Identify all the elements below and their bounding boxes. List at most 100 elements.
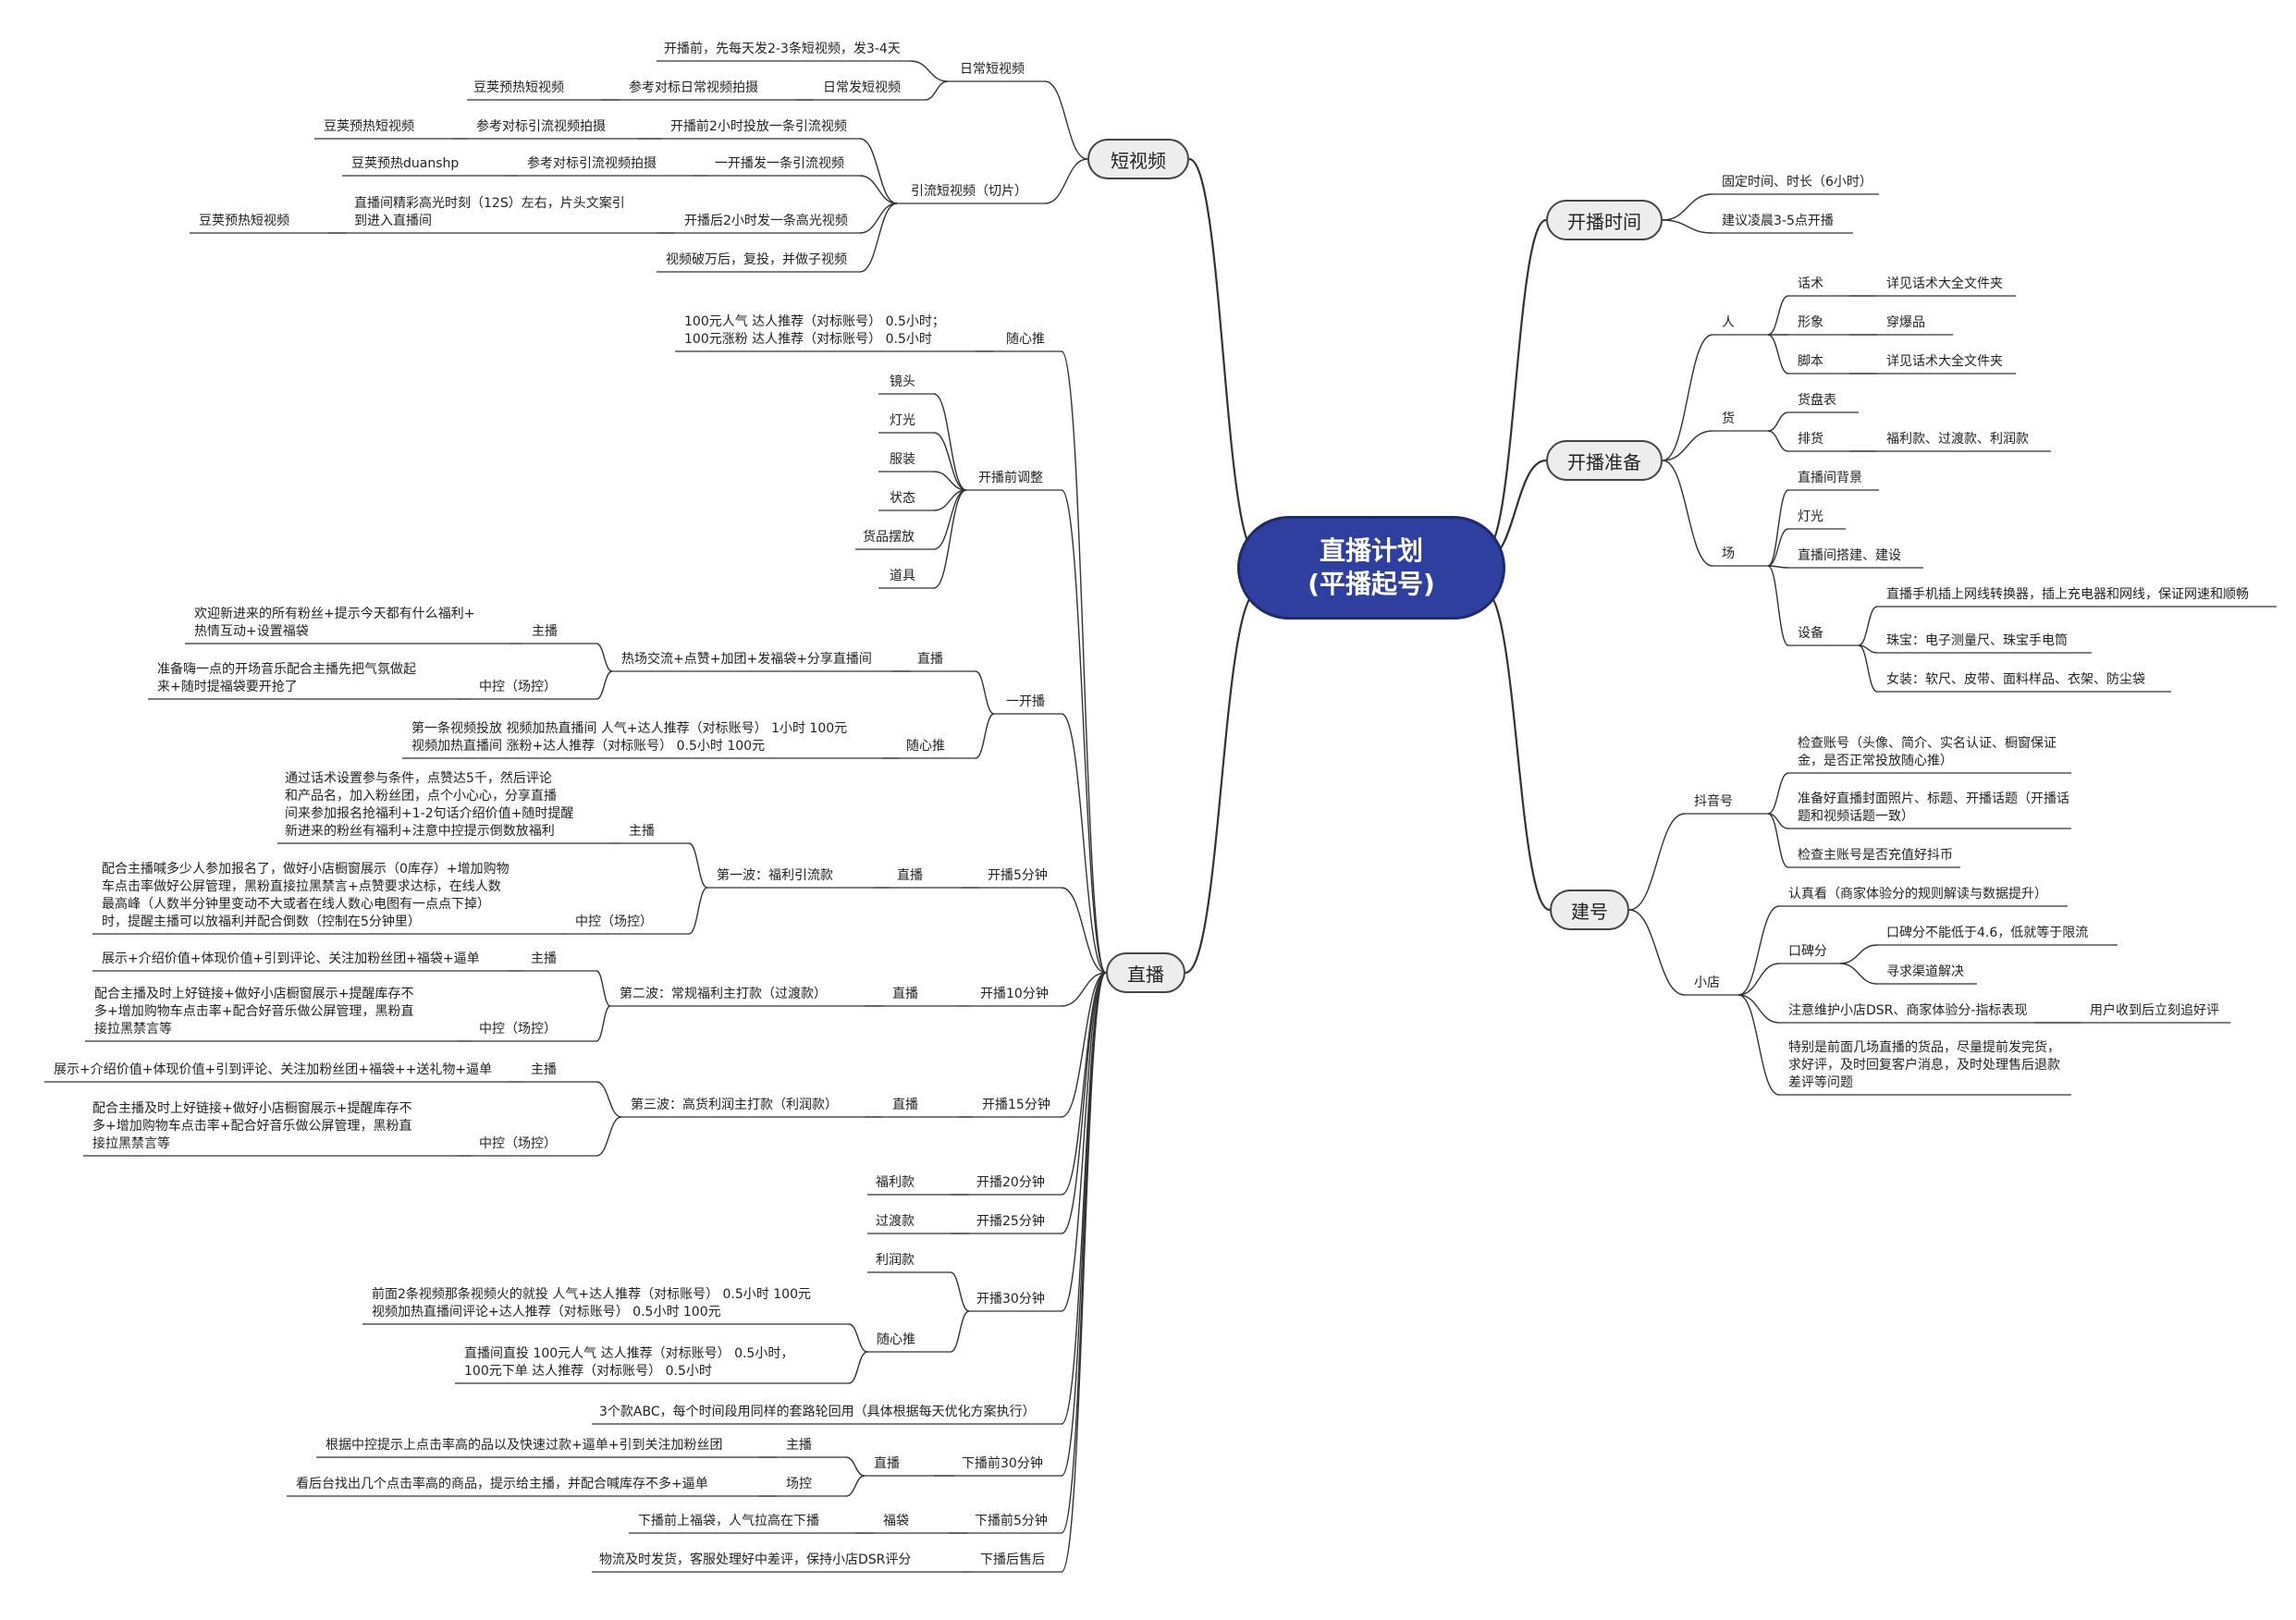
node-place[interactable]: 场 [1722, 546, 1735, 561]
node-after-stream[interactable]: 下播后售后 [980, 1552, 1045, 1567]
node-15-min-live[interactable]: 直播 [892, 1098, 918, 1112]
node-daily-short-video[interactable]: 日常短视频 [960, 62, 1025, 77]
node-highlight-clip[interactable]: 直播间精彩高光时刻（12S）左右，片头文案引 到进入直播间 [354, 196, 625, 228]
node-douyin-account[interactable]: 抖音号 [1694, 794, 1733, 809]
node-pre-stream-short-videos[interactable]: 开播前，先每天发2-3条短视频，发3-4天 [664, 42, 901, 56]
node-video-10k-reboost[interactable]: 视频破万后，复投，并做子视频 [666, 252, 847, 267]
node-end-30-min[interactable]: 下播前30分钟 [962, 1456, 1043, 1471]
node-check-account[interactable]: 检查账号（头像、简介、实名认证、橱窗保证 金，是否正常投放随心推） [1798, 736, 2057, 768]
node-good-review[interactable]: 用户收到后立刻追好评 [2090, 1003, 2219, 1018]
node-adjust-state[interactable]: 状态 [890, 491, 915, 506]
node-end-5-min[interactable]: 下播前5分钟 [975, 1514, 1048, 1528]
node-prepare-cover[interactable]: 准备好直播封面照片、标题、开播话题（开播话 题和视频话题一致） [1798, 792, 2069, 824]
node-douyin-warmup-2[interactable]: 豆荚预热短视频 [324, 119, 414, 134]
node-wave-2-control-task[interactable]: 配合主播及时上好链接+做好小店橱窗展示+提醒库存不 多+增加购物车点击率+配合好… [94, 987, 414, 1037]
node-highlight-after-2h[interactable]: 开播后2小时发一条高光视频 [684, 214, 848, 228]
node-20-min[interactable]: 开播20分钟 [976, 1175, 1045, 1190]
node-early-goods[interactable]: 特别是前面几场直播的货品，尽量提前发完货， 求好评，及时回复客户消息，及时处理售… [1788, 1040, 2060, 1090]
node-wave-2[interactable]: 第二波：常规福利主打款（过渡款） [620, 987, 827, 1001]
node-script-detail[interactable]: 详见话术大全文件夹 [1886, 354, 2003, 369]
node-goods[interactable]: 货 [1722, 411, 1735, 426]
node-ref-daily-video[interactable]: 参考对标日常视频拍摄 [629, 80, 758, 95]
node-reputation-score[interactable]: 口碑分 [1788, 944, 1827, 959]
node-on-start-host-task[interactable]: 欢迎新进来的所有粉丝+提示今天都有什么福利+ 热情互动+设置福袋 [194, 607, 475, 639]
node-wave-3-host-task[interactable]: 展示+介绍价值+体现价值+引到评论、关注加粉丝团+福袋++送礼物+逼单 [54, 1062, 493, 1077]
node-adjust-camera[interactable]: 镜头 [890, 374, 915, 389]
node-background[interactable]: 直播间背景 [1798, 471, 1862, 485]
node-15-min[interactable]: 开播15分钟 [982, 1098, 1050, 1112]
node-wave-3-control-task[interactable]: 配合主播及时上好链接+做好小店橱窗展示+提醒库存不 多+增加购物车点击率+配合好… [92, 1101, 412, 1151]
node-wave-1[interactable]: 第一波：福利引流款 [717, 868, 833, 883]
node-after-stream-task[interactable]: 物流及时发货，客服处理好中差评，保持小店DSR评分 [599, 1552, 912, 1567]
node-adjust-goods[interactable]: 货品摆放 [863, 530, 915, 545]
node-wave-1-control[interactable]: 中控（场控） [575, 914, 653, 929]
node-person[interactable]: 人 [1722, 315, 1735, 330]
node-goods-sheet[interactable]: 货盘表 [1798, 393, 1836, 408]
node-drain-short-video[interactable]: 引流短视频（切片） [911, 184, 1027, 199]
node-end-30-min-live[interactable]: 直播 [874, 1456, 900, 1471]
node-early-morning[interactable]: 建议凌晨3-5点开播 [1722, 214, 1834, 228]
node-douyin-warmup-1[interactable]: 豆荚预热短视频 [473, 80, 564, 95]
node-end-5-min-lucky-bag[interactable]: 福袋 [883, 1514, 909, 1528]
node-end-30-min-host-task[interactable]: 根据中控提示上点击率高的品以及快速过款+逼单+引到关注加粉丝团 [325, 1438, 723, 1453]
node-30-min-dou-plus-direct[interactable]: 直播间直投 100元人气 达人推荐（对标账号） 0.5小时， 100元下单 达人… [464, 1346, 794, 1379]
node-script-talk[interactable]: 话术 [1798, 276, 1823, 291]
node-wave-3-host[interactable]: 主播 [531, 1062, 557, 1077]
node-5-min[interactable]: 开播5分钟 [988, 868, 1048, 883]
node-end-30-min-control[interactable]: 场控 [786, 1477, 812, 1491]
node-on-start-control[interactable]: 中控（场控） [479, 680, 557, 694]
node-warmup-interaction[interactable]: 热场交流+点赞+加团+发福袋+分享直播间 [621, 652, 872, 667]
node-on-start-dou-plus-task[interactable]: 第一条视频投放 视频加热直播间 人气+达人推荐（对标账号） 1小时 100元 视… [411, 721, 848, 754]
node-fixed-time[interactable]: 固定时间、时长（6小时） [1722, 175, 1872, 190]
node-on-start-control-task[interactable]: 准备嗨一点的开场音乐配合主播先把气氛做起 来+随时提福袋要开抢了 [157, 662, 416, 694]
node-5-min-live[interactable]: 直播 [897, 868, 923, 883]
node-wave-3-control[interactable]: 中控（场控） [479, 1136, 557, 1151]
node-on-start[interactable]: 一开播 [1006, 694, 1045, 709]
node-pre-adjust[interactable]: 开播前调整 [978, 471, 1043, 485]
node-wave-3[interactable]: 第三波：高货利润主打款（利润款） [631, 1098, 838, 1112]
node-wave-2-control[interactable]: 中控（场控） [479, 1022, 557, 1037]
node-image-detail[interactable]: 穿爆品 [1886, 315, 1925, 330]
node-end-5-min-task[interactable]: 下播前上福袋，人气拉高在下播 [638, 1514, 819, 1528]
node-wave-1-host-task[interactable]: 通过话术设置参与条件，点赞达5千，然后评论 和产品名，加入粉丝团，点个小心心，分… [285, 771, 574, 839]
node-25-min-transition[interactable]: 过渡款 [876, 1214, 915, 1229]
topic-live[interactable]: 直播 [1106, 952, 1185, 993]
node-douyin-warmup-4[interactable]: 豆荚预热短视频 [199, 214, 289, 228]
node-30-min-profit[interactable]: 利润款 [876, 1253, 915, 1268]
node-equipment[interactable]: 设备 [1798, 626, 1823, 641]
node-on-start-dou-plus[interactable]: 随心推 [906, 739, 945, 754]
node-25-min[interactable]: 开播25分钟 [976, 1214, 1045, 1229]
node-drain-2h-before[interactable]: 开播前2小时投放一条引流视频 [670, 119, 847, 134]
topic-account[interactable]: 建号 [1550, 890, 1629, 930]
node-wave-2-host-task[interactable]: 展示+介绍价值+体现价值+引到评论、关注加粉丝团+福袋+逼单 [102, 951, 480, 966]
node-live-dou-plus[interactable]: 随心推 [1006, 332, 1045, 347]
node-goods-arrange-detail[interactable]: 福利款、过渡款、利润款 [1886, 432, 2029, 447]
node-daily-post-video[interactable]: 日常发短视频 [823, 80, 901, 95]
node-adjust-props[interactable]: 道具 [890, 569, 915, 583]
node-10-min-live[interactable]: 直播 [892, 987, 918, 1001]
topic-short-video[interactable]: 短视频 [1087, 139, 1189, 179]
node-script-talk-detail[interactable]: 详见话术大全文件夹 [1886, 276, 2003, 291]
node-equipment-womenswear[interactable]: 女装：软尺、皮带、面料样品、衣架、防尘袋 [1886, 672, 2145, 687]
node-check-coins[interactable]: 检查主账号是否充值好抖币 [1798, 848, 1953, 863]
topic-start-time[interactable]: 开播时间 [1546, 200, 1663, 240]
node-10-min[interactable]: 开播10分钟 [980, 987, 1049, 1001]
node-30-min-dou-plus-video[interactable]: 前面2条视频那条视频火的就投 人气+达人推荐（对标账号） 0.5小时 100元 … [372, 1287, 811, 1319]
node-read-rules[interactable]: 认真看（商家体验分的规则解读与数据提升） [1788, 887, 2047, 902]
node-seek-channel[interactable]: 寻求渠道解决 [1886, 964, 1964, 979]
node-20-min-welfare[interactable]: 福利款 [876, 1175, 915, 1190]
node-reputation-min[interactable]: 口碑分不能低于4.6，低就等于限流 [1886, 926, 2089, 940]
node-30-min[interactable]: 开播30分钟 [976, 1292, 1045, 1307]
node-abc-rotation[interactable]: 3个款ABC，每个时间段用同样的套路轮回用（具体根据每天优化方案执行） [599, 1405, 1036, 1419]
node-shop[interactable]: 小店 [1694, 976, 1720, 990]
node-equipment-jewelry[interactable]: 珠宝：电子测量尺、珠宝手电筒 [1886, 633, 2068, 648]
node-wave-1-control-task[interactable]: 配合主播喊多少人参加报名了，做好小店橱窗展示（0库存）+增加购物 车点击率做好公… [102, 862, 510, 929]
root-topic[interactable]: 直播计划 (平播起号) [1237, 516, 1505, 620]
node-adjust-clothes[interactable]: 服装 [890, 452, 915, 467]
node-ref-drain-1[interactable]: 参考对标引流视频拍摄 [476, 119, 606, 134]
node-douyin-warmup-3[interactable]: 豆荚预热duanshp [351, 156, 460, 171]
node-end-30-min-control-task[interactable]: 看后台找出几个点击率高的商品，提示给主播，并配合喊库存不多+逼单 [296, 1477, 708, 1491]
node-drain-on-start[interactable]: 一开播发一条引流视频 [715, 156, 844, 171]
topic-preparation[interactable]: 开播准备 [1546, 440, 1663, 481]
node-dou-plus-budget[interactable]: 100元人气 达人推荐（对标账号） 0.5小时； 100元涨粉 达人推荐（对标账… [684, 314, 945, 347]
